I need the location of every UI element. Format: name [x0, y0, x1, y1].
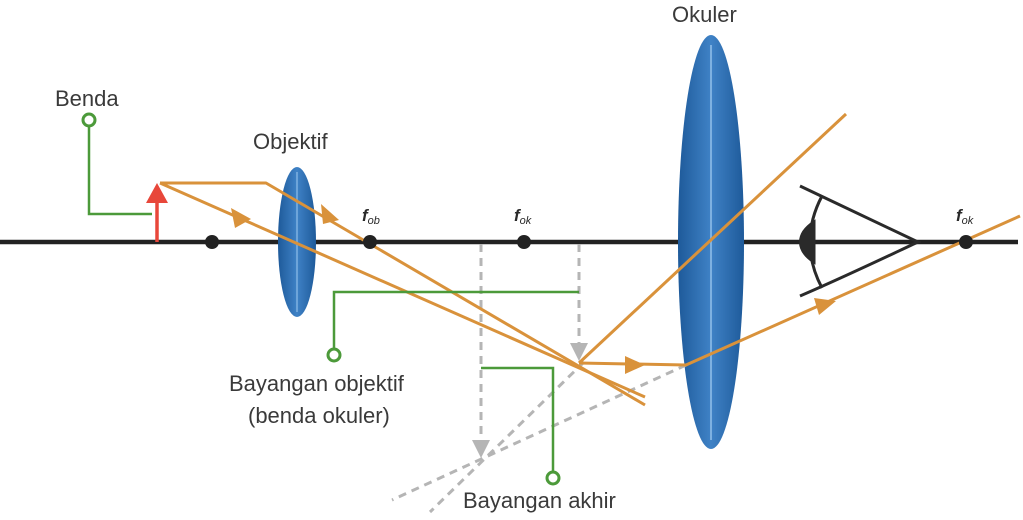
label-benda-okuler: (benda okuler): [248, 403, 390, 428]
ray-final-upper: [577, 112, 848, 365]
dashed-arrowhead-right: [570, 343, 588, 361]
ray-arrowhead-4: [814, 298, 836, 315]
focal-label-fok-right: fok: [956, 206, 974, 227]
focal-label-fob: fob: [362, 206, 380, 227]
leader-dot-bayangan-objektif: [326, 347, 342, 363]
axis-point-fob: [363, 235, 377, 249]
focal-label-fok-left: fok: [514, 206, 532, 227]
ray-parallel: [160, 181, 646, 407]
virtual-ray-1: [428, 360, 586, 514]
axis-point-2f-objective: [205, 235, 219, 249]
light-rays: [159, 112, 1021, 407]
axis-point-fok-left: [517, 235, 531, 249]
virtual-ray-2: [391, 363, 687, 502]
leader-lines: [87, 126, 579, 472]
ray-arrows: [231, 204, 836, 374]
leader-dot-benda: [81, 112, 97, 128]
ray-arrowhead-3: [625, 356, 645, 374]
leader-bayangan-akhir: [481, 366, 555, 472]
leader-dots: [81, 112, 561, 486]
label-objektif: Objektif: [253, 129, 328, 154]
label-benda: Benda: [55, 86, 119, 111]
label-bayangan-objektif: Bayangan objektif: [229, 371, 405, 396]
label-okuler: Okuler: [672, 2, 737, 27]
leader-benda: [87, 126, 152, 216]
label-bayangan-akhir: Bayangan akhir: [463, 488, 616, 513]
object-arrow-head: [146, 183, 168, 203]
eye-icon: [799, 184, 922, 298]
dashed-arrowhead-left: [472, 440, 490, 458]
ray-final-lower: [578, 214, 1021, 367]
virtual-rays: [391, 244, 687, 514]
axis-points: [205, 235, 973, 249]
leader-bayangan-objektif: [332, 290, 579, 348]
ray-arrowhead-1: [231, 208, 251, 228]
ray-arrowhead-2: [321, 204, 339, 224]
axis-point-fok-right: [959, 235, 973, 249]
leader-dot-bayangan-akhir: [545, 470, 561, 486]
